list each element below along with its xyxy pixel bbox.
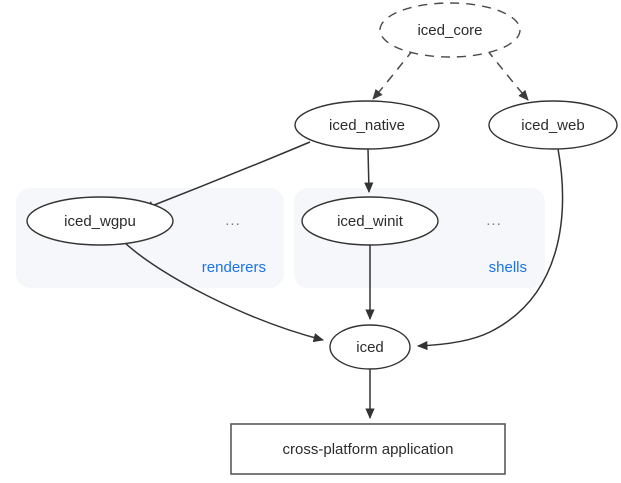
node-iced-web[interactable]: iced_web (488, 100, 618, 150)
node-iced[interactable]: iced (329, 324, 411, 370)
iced-core-ellipse[interactable] (379, 2, 521, 58)
node-iced-native[interactable]: iced_native (294, 100, 440, 150)
iced-wgpu-ellipse[interactable] (26, 196, 174, 246)
edge-iced-web-to-iced (416, 148, 564, 351)
iced-ellipse[interactable] (329, 324, 411, 370)
edges-layer (124, 49, 564, 420)
iced-web-ellipse[interactable] (488, 100, 618, 150)
edge-iced-core-to-iced-web (486, 49, 529, 101)
node-iced-winit[interactable]: iced_winit (301, 196, 439, 246)
node-cross-platform-application[interactable]: cross-platform application (230, 423, 506, 475)
edge-iced-core-to-iced-native (372, 49, 414, 100)
edge-iced-native-to-iced-winit (364, 148, 374, 194)
edge-iced-native-to-iced-wgpu (143, 141, 311, 210)
iced-winit-ellipse[interactable] (301, 196, 439, 246)
node-iced-wgpu[interactable]: iced_wgpu (26, 196, 174, 246)
node-iced-core[interactable]: iced_core (379, 2, 521, 58)
application-rect[interactable] (230, 423, 506, 475)
edge-iced-wgpu-to-iced (124, 242, 325, 343)
iced-native-ellipse[interactable] (294, 100, 440, 150)
